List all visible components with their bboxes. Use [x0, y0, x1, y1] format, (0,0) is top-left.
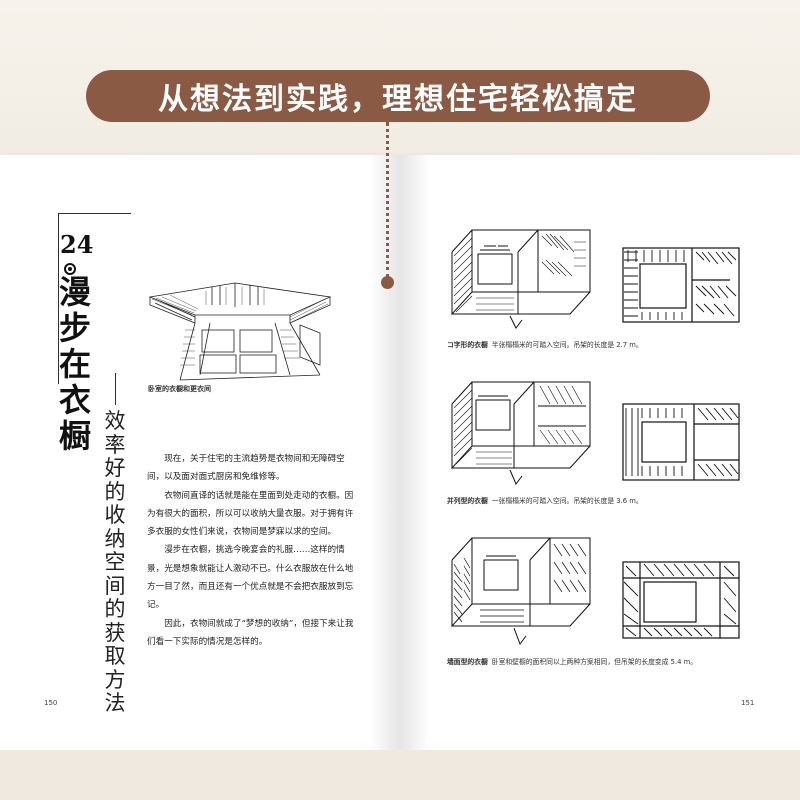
- bullet-icon: [64, 263, 76, 275]
- paragraph: 因此，衣物间就成了“梦想的收纳”，但接下来让我们看一下实际的情况是怎样的。: [147, 618, 354, 647]
- diagram-desc: 一张榻榻米的可踏入空间。吊架的长度是 3.6 m。: [491, 497, 643, 505]
- chapter-frame: [58, 213, 131, 384]
- banner-title: 从想法到实践，理想住宅轻松搞定: [86, 70, 710, 122]
- parallel-closet-3d-sketch: [451, 381, 591, 485]
- wall-closet-3d-sketch: [451, 537, 591, 646]
- parallel-closet-plan: [622, 403, 740, 481]
- diagram-label: 并列型的衣橱: [447, 497, 488, 505]
- connector-dot: [381, 276, 394, 289]
- wall-closet-plan: [622, 561, 740, 639]
- paragraph: 衣物间直译的话就是能在里面到处走动的衣橱。因为有很大的面积，所以可以收纳大量衣服…: [147, 490, 354, 538]
- dotted-connector: [386, 122, 389, 278]
- diagram-desc: 卧室和壁橱的面积同以上两种方案相同，但吊架的长度变成 5.4 m。: [491, 658, 698, 666]
- subtitle-rule: [115, 373, 116, 405]
- diagram-label: コ字形的衣橱: [447, 341, 488, 349]
- book-gutter: [370, 155, 430, 750]
- page-number-left: 150: [44, 699, 58, 707]
- diagram-desc: 半张榻榻米的可踏入空间。吊架的长度是 2.7 m。: [491, 341, 643, 349]
- chapter-subtitle: 效率好的收纳空间的获取方法: [104, 409, 126, 715]
- diagram-caption: コ字形的衣橱半张榻榻米的可踏入空间。吊架的长度是 2.7 m。: [447, 339, 643, 349]
- page-number-right: 151: [741, 699, 755, 707]
- body-text: 现在，关于住宅的主流趋势是衣物间和无障碍空间，以及面对面式厨房和免维修等。 衣物…: [147, 450, 357, 651]
- chapter-number: 24: [60, 230, 94, 259]
- open-book: [0, 155, 800, 750]
- chapter-title: 漫步在衣橱: [58, 273, 91, 455]
- u-shape-closet-plan: [622, 247, 740, 323]
- diagram-caption: 墙面型的衣橱卧室和壁橱的面积同以上两种方案相同，但吊架的长度变成 5.4 m。: [447, 656, 697, 666]
- diagram-caption: 并列型的衣橱一张榻榻米的可踏入空间。吊架的长度是 3.6 m。: [447, 495, 643, 505]
- paragraph: 漫步在衣橱，挑选今晚宴会的礼服……这样的情景，光是想象就能让人激动不已。什么衣服…: [147, 545, 354, 611]
- paragraph: 现在，关于住宅的主流趋势是衣物间和无障碍空间，以及面对面式厨房和免维修等。: [147, 454, 345, 483]
- sketch-caption: 卧室的衣橱和更衣间: [148, 385, 211, 393]
- diagram-label: 墙面型的衣橱: [447, 658, 488, 666]
- bottom-background: [0, 750, 800, 800]
- bedroom-closet-sketch: [148, 282, 332, 381]
- u-shape-closet-3d-sketch: [451, 229, 591, 329]
